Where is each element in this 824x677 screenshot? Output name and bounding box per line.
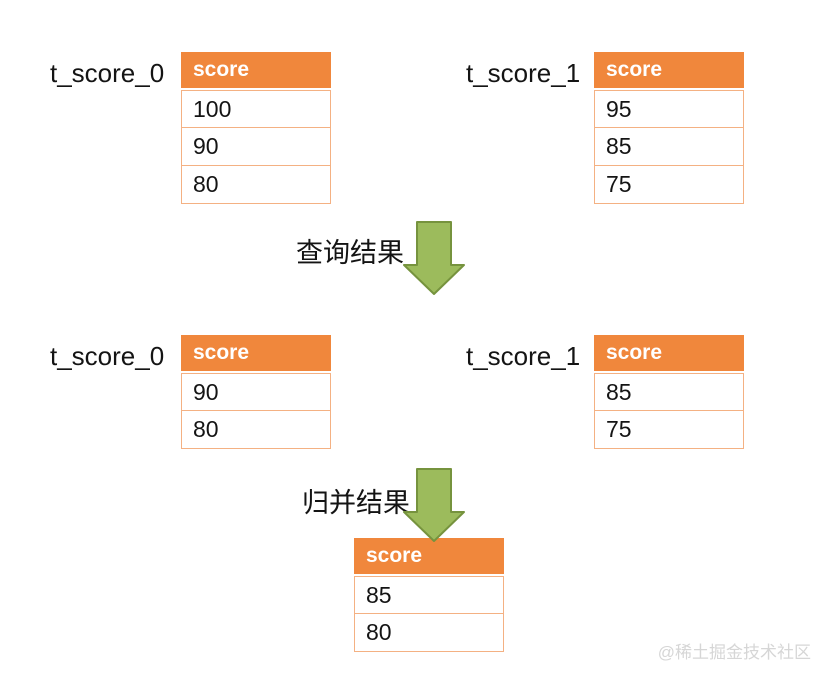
table-header: score <box>181 52 331 88</box>
score-table-top-left: score 100 90 80 <box>181 52 331 204</box>
score-table-mid-left: score 90 80 <box>181 335 331 449</box>
table-cell: 80 <box>181 411 331 449</box>
table-header: score <box>354 538 504 574</box>
down-arrow-icon <box>403 221 465 295</box>
watermark: @稀土掘金技术社区 <box>657 643 811 662</box>
table-name-label-top-left: t_score_0 <box>50 58 165 88</box>
table-name-label-mid-right: t_score_1 <box>466 341 581 371</box>
table-body: 90 80 <box>181 373 331 449</box>
table-cell: 85 <box>354 576 504 614</box>
table-body: 100 90 80 <box>181 90 331 204</box>
table-header: score <box>181 335 331 371</box>
table-body: 95 85 75 <box>594 90 744 204</box>
table-cell: 85 <box>594 373 744 411</box>
score-table-mid-right: score 85 75 <box>594 335 744 449</box>
query-result-label: 查询结果 <box>296 238 404 268</box>
table-name-label-top-right: t_score_1 <box>466 58 581 88</box>
table-cell: 80 <box>181 166 331 204</box>
score-table-result: score 85 80 <box>354 538 504 652</box>
table-cell: 100 <box>181 90 331 128</box>
table-cell: 75 <box>594 166 744 204</box>
table-cell: 85 <box>594 128 744 166</box>
table-cell: 95 <box>594 90 744 128</box>
merge-result-label: 归并结果 <box>302 488 410 518</box>
table-header: score <box>594 335 744 371</box>
table-name-label-mid-left: t_score_0 <box>50 341 165 371</box>
table-cell: 90 <box>181 128 331 166</box>
down-arrow-icon <box>403 468 465 542</box>
table-body: 85 75 <box>594 373 744 449</box>
score-table-top-right: score 95 85 75 <box>594 52 744 204</box>
table-cell: 80 <box>354 614 504 652</box>
table-cell: 90 <box>181 373 331 411</box>
table-body: 85 80 <box>354 576 504 652</box>
table-header: score <box>594 52 744 88</box>
table-cell: 75 <box>594 411 744 449</box>
